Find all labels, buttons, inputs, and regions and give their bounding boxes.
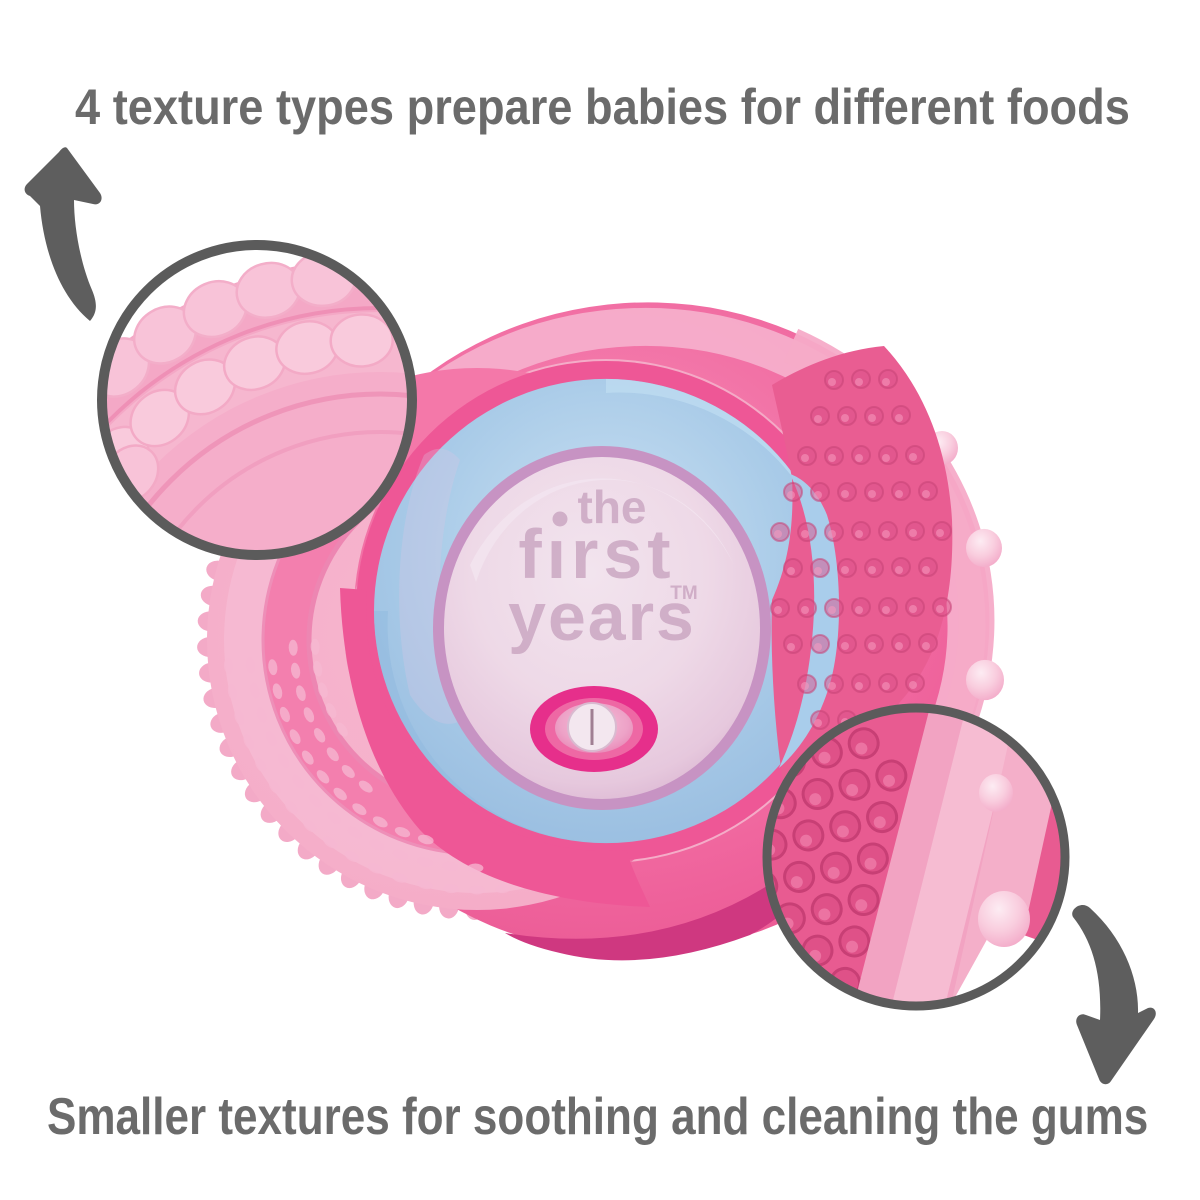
svg-text:TM: TM	[670, 583, 697, 604]
svg-text:the: the	[578, 481, 647, 533]
svg-text:fırst: fırst	[518, 515, 675, 593]
svg-text:years: years	[508, 579, 696, 655]
